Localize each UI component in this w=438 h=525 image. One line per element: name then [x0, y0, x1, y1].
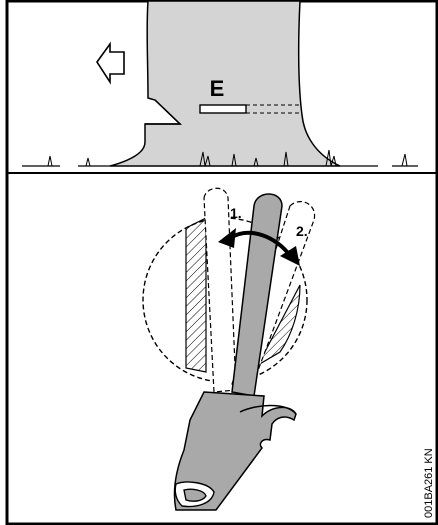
chainsaw-body — [173, 391, 297, 511]
rear-handle — [174, 481, 215, 508]
tree-trunk — [109, 0, 341, 167]
label-position-2: 2. — [296, 223, 308, 239]
bore-cut-marker — [199, 104, 247, 114]
sink-cut-lines — [145, 99, 182, 125]
guide-bar — [231, 193, 283, 397]
bottom-panel: 1. 2. 001BA261 KN — [142, 187, 435, 518]
double-arrow-icon — [218, 228, 300, 266]
top-panel: E — [22, 0, 418, 167]
arrow-left-icon — [96, 41, 125, 85]
figure-code: 001BA261 KN — [423, 448, 435, 518]
hinge-hatch-right — [256, 284, 301, 367]
label-position-1: 1. — [230, 205, 242, 221]
hinge-hatch-left — [185, 217, 207, 373]
grass-tufts — [47, 149, 408, 167]
front-handle — [239, 404, 297, 415]
label-e: E — [210, 76, 225, 101]
